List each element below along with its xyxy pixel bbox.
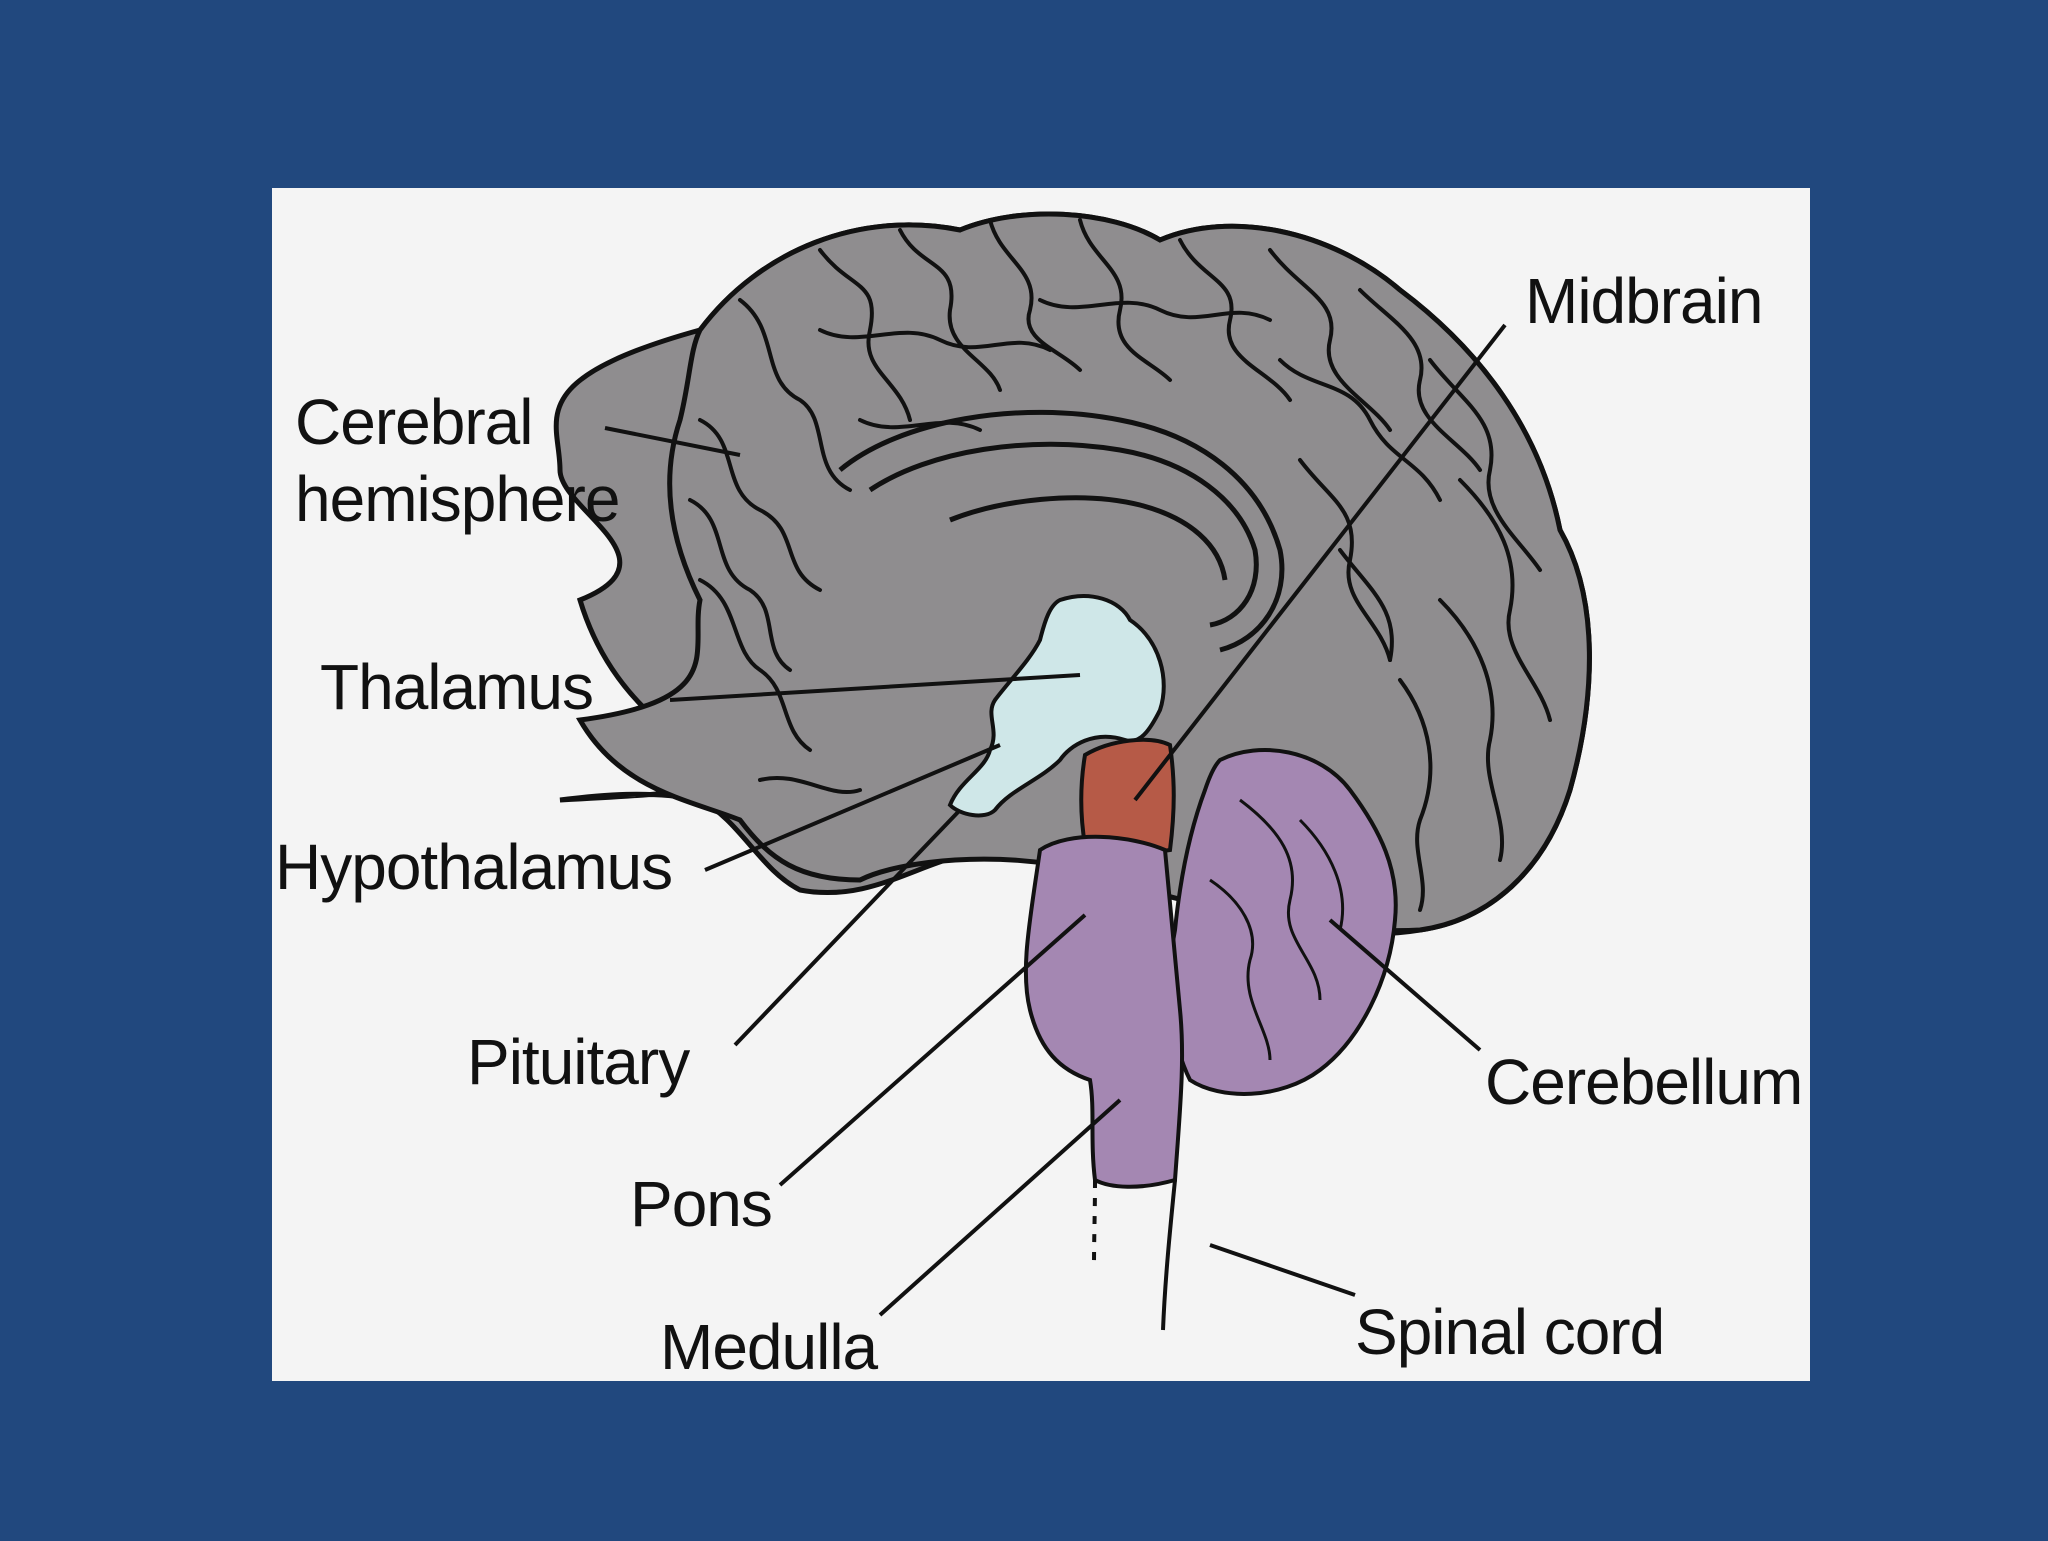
spinal-cord-leader — [1209, 1243, 1356, 1297]
label-cerebral-line2: hemisphere — [295, 463, 620, 535]
cerebral-hemisphere-leader — [604, 426, 741, 457]
cerebellum-folds — [1209, 798, 1345, 1061]
cerebral-folds — [688, 218, 1552, 912]
cerebellum-leader — [1328, 918, 1482, 1052]
label-midbrain: Midbrain — [1525, 265, 1763, 337]
thalamus-leader — [669, 673, 1081, 702]
label-cerebral-line1: Cerebral — [295, 386, 533, 458]
pituitary-leader — [733, 808, 962, 1047]
cerebrum-outline — [575, 211, 1592, 934]
medulla-leader — [878, 1098, 1122, 1317]
pons-leader — [778, 913, 1087, 1187]
corpus-callosum — [838, 409, 1285, 653]
label-pons: Pons — [630, 1168, 773, 1240]
thalamus-region — [947, 594, 1166, 818]
cerebellum-region — [1168, 748, 1398, 1096]
label-thalamus: Thalamus — [320, 651, 594, 723]
midbrain-leader — [1133, 323, 1507, 802]
label-cerebellum: Cerebellum — [1485, 1046, 1803, 1118]
leader-lines — [604, 323, 1507, 1317]
spinal-cord — [1092, 1179, 1177, 1331]
hypothalamus-leader — [704, 743, 1001, 872]
label-medulla: Medulla — [660, 1311, 878, 1383]
midbrain-region — [1079, 737, 1176, 855]
brainstem-region — [1023, 834, 1185, 1189]
label-pituitary: Pituitary — [467, 1026, 690, 1098]
label-spinal-cord: Spinal cord — [1355, 1296, 1665, 1368]
label-hypothalamus: Hypothalamus — [275, 831, 673, 903]
